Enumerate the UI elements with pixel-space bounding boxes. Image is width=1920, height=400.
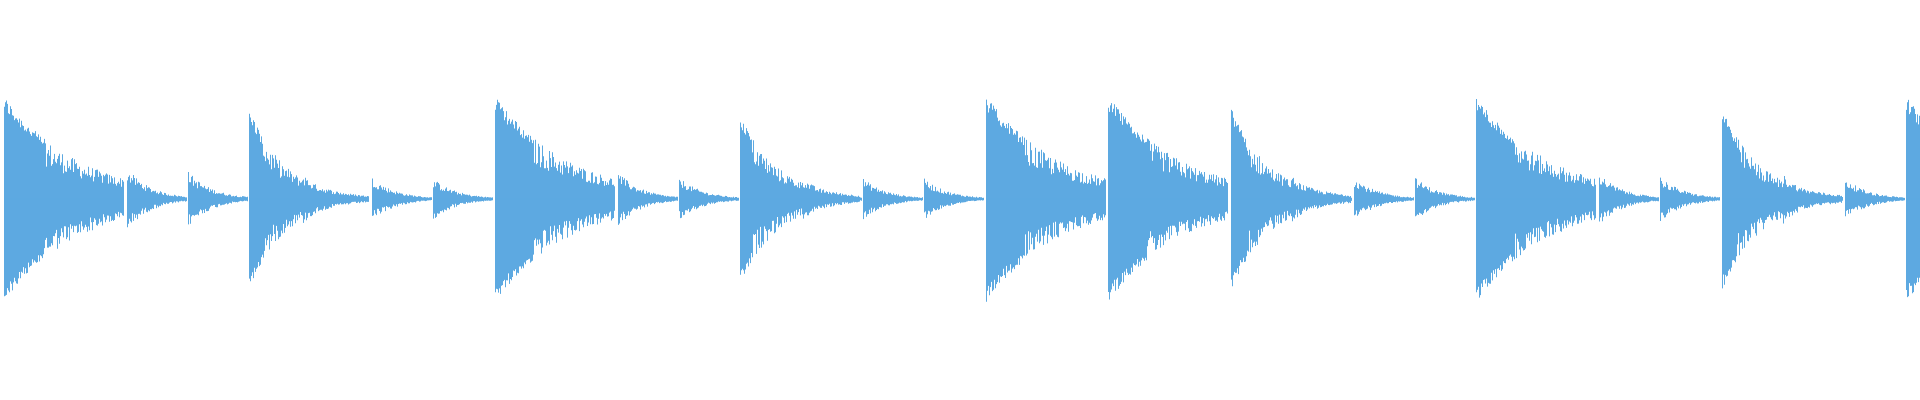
waveform-path: [4, 99, 1920, 302]
waveform-strokes: [4, 99, 1920, 302]
